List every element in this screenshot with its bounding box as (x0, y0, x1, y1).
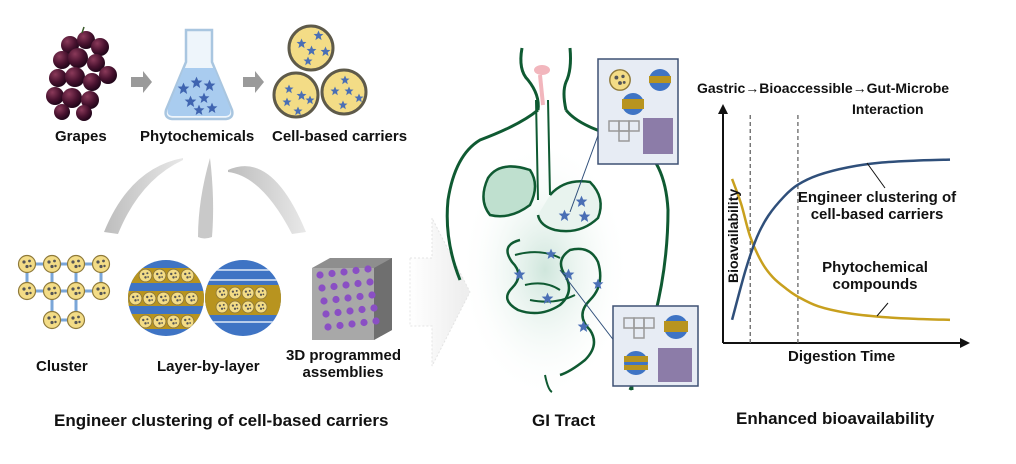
label-3d-line1: 3D programmed (286, 347, 402, 364)
arrow-right-icon (131, 71, 152, 93)
annotation-pointer-phyto (876, 302, 889, 317)
assembly-sphere (336, 321, 344, 330)
y-axis-arrow-icon (718, 104, 728, 114)
layer-by-layer-icon (128, 260, 281, 336)
assembly-sphere (366, 278, 374, 286)
label-3d-programmed-assemblies: 3D programmed assemblies (286, 347, 402, 381)
assembly-sphere (340, 268, 348, 276)
label-layer-by-layer: Layer-by-layer (157, 358, 260, 375)
label-cluster: Cluster (36, 358, 88, 375)
cluster-icon (17, 254, 111, 330)
annotation-carriers-line2: cell-based carriers (810, 206, 944, 223)
grapes-icon (46, 26, 117, 121)
annotation-carriers: Engineer clustering of cell-based carrie… (797, 189, 957, 223)
assembly-sphere (356, 292, 364, 301)
cell-carriers-icon (272, 24, 368, 119)
caption-enhanced-bioavailability: Enhanced bioavailability (736, 409, 935, 428)
flask-icon (164, 28, 234, 121)
label-3d-line2: assemblies (302, 364, 384, 381)
series-line-carriers (730, 158, 951, 321)
annotation-phyto: Phytochemical compounds (820, 259, 930, 293)
assembly-sphere (344, 294, 352, 302)
caption-gi-tract: GI Tract (532, 411, 596, 430)
assembly-sphere (324, 323, 332, 331)
assembly-sphere (334, 308, 342, 317)
bioavailability-chart (718, 104, 970, 348)
assembly-sphere (370, 304, 378, 312)
series-line-phytochemical (730, 178, 951, 322)
label-phytochemicals: Phytochemicals (140, 128, 255, 145)
assembly-sphere (316, 271, 324, 279)
assembly-sphere (342, 281, 350, 289)
assembly-sphere (320, 297, 328, 305)
assembly-sphere (358, 305, 366, 314)
assembly-sphere (330, 282, 338, 291)
assembly-sphere (348, 320, 356, 328)
annotation-pointer-carriers (866, 162, 886, 189)
inset-box-intestine (612, 305, 699, 387)
curved-arrows-icon (104, 158, 306, 239)
arrow-right-icon (243, 71, 264, 93)
assembly-sphere (364, 265, 372, 273)
gi-tract-illustration (445, 47, 670, 400)
inset-box-stomach (597, 58, 679, 165)
assembly-sphere (368, 291, 376, 299)
assembly-sphere (360, 318, 368, 327)
chart-stage-header: Gastric→Bioaccessible→Gut-Microbe (697, 80, 950, 96)
assembly-sphere (328, 269, 336, 278)
label-cell-based-carriers: Cell-based carriers (272, 128, 408, 145)
assembly-sphere (372, 317, 380, 325)
chart-y-label: Bioavailability (725, 188, 741, 283)
chart-x-label: Digestion Time (788, 348, 896, 365)
assembly-sphere (322, 310, 330, 318)
annotation-phyto-line2: compounds (832, 276, 918, 293)
caption-engineer-clustering: Engineer clustering of cell-based carrie… (54, 411, 389, 430)
large-arrow-icon (409, 217, 471, 367)
assembly-sphere (346, 307, 354, 315)
assembly-sphere (332, 295, 340, 304)
label-grapes: Grapes (55, 128, 107, 145)
annotation-phyto-line1: Phytochemical (822, 259, 928, 276)
annotation-carriers-line1: Engineer clustering of (797, 189, 957, 206)
3d-assembly-icon (312, 258, 392, 340)
assembly-sphere (352, 266, 360, 275)
chart-stage-header-line2: Interaction (852, 101, 924, 117)
assembly-sphere (318, 284, 326, 292)
x-axis-arrow-icon (960, 338, 970, 348)
assembly-sphere (354, 279, 362, 288)
